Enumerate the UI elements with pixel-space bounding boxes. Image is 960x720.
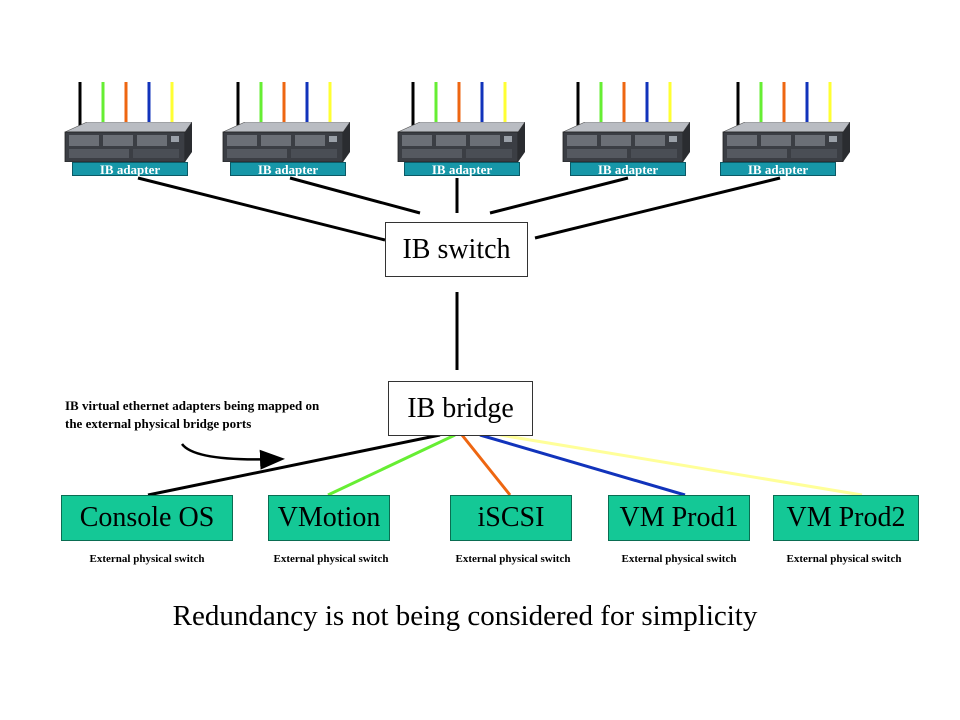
ib-adapter-label: IB adapter bbox=[72, 162, 188, 177]
annotation-line-1: IB virtual ethernet adapters being mappe… bbox=[65, 398, 320, 413]
server-rack-icon bbox=[562, 122, 690, 162]
footer-note: Redundancy is not being considered for s… bbox=[172, 600, 758, 632]
annotation-line-2: the external physical bridge ports bbox=[65, 416, 252, 431]
server-rack-icon bbox=[722, 122, 850, 162]
link-server-4-switch bbox=[489, 176, 629, 215]
ib-adapter-label: IB adapter bbox=[720, 162, 836, 177]
external-switch-label: External physical switch bbox=[89, 553, 205, 565]
network-label: Console OS bbox=[79, 502, 215, 533]
server-rack-icon bbox=[64, 122, 192, 162]
network-console-os: Console OS bbox=[61, 495, 233, 541]
server-rack-icon bbox=[397, 122, 525, 162]
link-bridge-vmotion bbox=[327, 433, 456, 497]
link-bridge-iscsi bbox=[460, 434, 512, 496]
network-label: VM Prod2 bbox=[786, 502, 906, 533]
link-server-5-switch bbox=[534, 176, 781, 240]
server-rack-icon bbox=[222, 122, 350, 162]
ib-adapter-label: IB adapter bbox=[570, 162, 686, 177]
external-switch-label: External physical switch bbox=[273, 553, 389, 565]
ib-switch-label: IB switch bbox=[402, 234, 511, 265]
network-vm-prod1: VM Prod1 bbox=[608, 495, 750, 541]
network-label: VMotion bbox=[277, 502, 381, 533]
network-iscsi: iSCSI bbox=[450, 495, 572, 541]
link-server-2-switch bbox=[289, 176, 421, 215]
ib-bridge: IB bridge bbox=[388, 381, 533, 436]
network-vm-prod2: VM Prod2 bbox=[773, 495, 919, 541]
ib-adapter-label: IB adapter bbox=[230, 162, 346, 177]
annotation-text: IB virtual ethernet adapters being mappe… bbox=[65, 397, 365, 433]
external-switch-label: External physical switch bbox=[621, 553, 737, 565]
ib-bridge-label: IB bridge bbox=[407, 393, 514, 424]
network-label: iSCSI bbox=[477, 502, 545, 533]
link-bridge-vm-prod2 bbox=[499, 433, 863, 497]
annotation-arrow bbox=[180, 443, 285, 470]
link-server-1-switch bbox=[137, 176, 386, 242]
ib-switch: IB switch bbox=[385, 222, 528, 277]
network-vmotion: VMotion bbox=[268, 495, 390, 541]
external-switch-label: External physical switch bbox=[786, 553, 902, 565]
network-label: VM Prod1 bbox=[619, 502, 739, 533]
ib-adapter-label: IB adapter bbox=[404, 162, 520, 177]
link-bridge-vm-prod1 bbox=[479, 433, 686, 497]
link-bridge-console-os bbox=[147, 433, 441, 497]
external-switch-label: External physical switch bbox=[455, 553, 571, 565]
